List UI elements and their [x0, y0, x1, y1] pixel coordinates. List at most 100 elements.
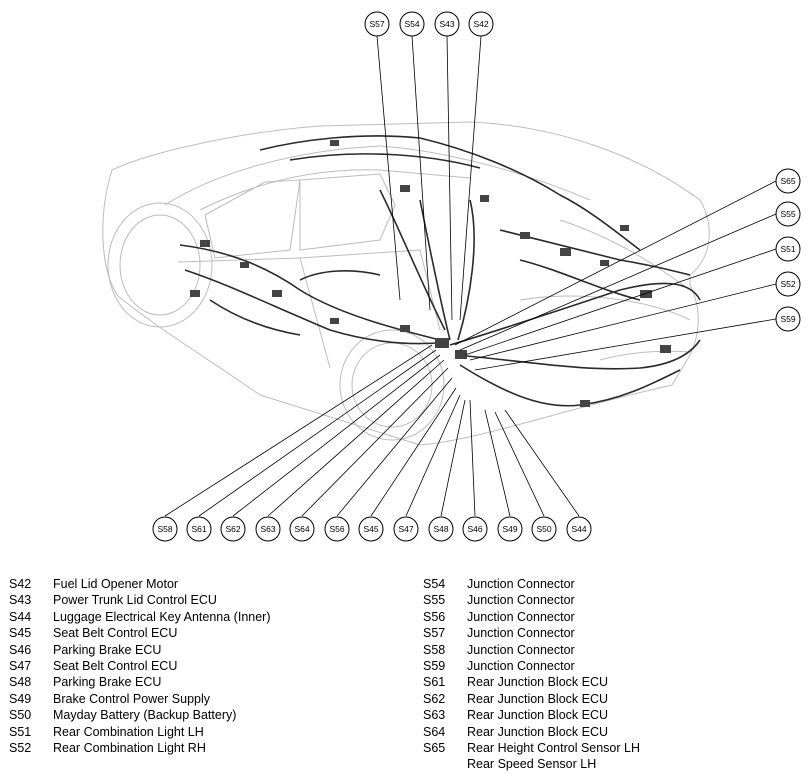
callout-S51-label: S51	[780, 244, 795, 254]
callout-S49: S49	[497, 516, 523, 542]
legend-description: Junction Connector	[467, 609, 575, 624]
callout-S56-label: S56	[329, 524, 344, 534]
legend-description: Junction Connector	[467, 593, 575, 608]
callout-S65: S65	[775, 168, 801, 194]
callout-S56: S56	[324, 516, 350, 542]
legend-row: S51 Rear Combination Light LH	[9, 724, 271, 740]
harness-connectors	[190, 140, 671, 407]
callout-S45-label: S45	[363, 524, 378, 534]
legend-code: S65	[423, 741, 446, 756]
legend-code: S61	[423, 675, 446, 690]
legend-row: S46 Parking Brake ECU	[9, 642, 271, 658]
legend-description: Rear Combination Light RH	[53, 741, 206, 756]
legend-description: Rear Combination Light LH	[53, 724, 204, 739]
callout-S62-label: S62	[225, 524, 240, 534]
legend-description: Rear Junction Block ECU	[467, 675, 609, 690]
callout-S46-label: S46	[467, 524, 482, 534]
callout-S43: S43	[434, 11, 460, 37]
legend-row: S50 Mayday Battery (Backup Battery)	[9, 707, 271, 723]
legend-description: Fuel Lid Opener Motor	[53, 577, 179, 591]
legend-code: S52	[9, 741, 32, 756]
legend-code: S50	[9, 708, 32, 723]
callout-S44: S44	[566, 516, 592, 542]
legend-left-column: S42 Fuel Lid Opener Motor S43 Power Trunk …	[9, 576, 271, 756]
callout-S52: S52	[775, 271, 801, 297]
callout-S65-label: S65	[780, 176, 795, 186]
leader-lines	[164, 35, 777, 517]
callout-S62: S62	[220, 516, 246, 542]
callout-S44-label: S44	[571, 524, 586, 534]
legend-description: Junction Connector	[467, 642, 575, 657]
callout-S59: S59	[775, 306, 801, 332]
legend-description: Power Trunk Lid Control ECU	[53, 593, 217, 608]
legend-code: S42	[9, 577, 32, 591]
legend-code: S48	[9, 675, 32, 690]
legend-description: Mayday Battery (Backup Battery)	[53, 708, 237, 723]
legend-row: S61 Rear Junction Block ECU	[423, 674, 640, 690]
legend-code: S64	[423, 724, 446, 739]
legend-description: Rear Height Control Sensor LH	[467, 741, 640, 756]
callout-S54: S54	[399, 11, 425, 37]
legend-row: S52 Rear Combination Light RH	[9, 740, 271, 756]
callout-S49-label: S49	[502, 524, 517, 534]
callout-S51: S51	[775, 236, 801, 262]
legend-row: S55 Junction Connector	[423, 592, 640, 608]
callout-S63: S63	[255, 516, 281, 542]
callout-S58: S58	[152, 516, 178, 542]
legend-code: S51	[9, 724, 32, 739]
legend-code: S44	[9, 609, 32, 624]
callout-S57: S57	[364, 11, 390, 37]
callout-S42-label: S42	[473, 19, 488, 29]
legend-row: S64 Rear Junction Block ECU	[423, 724, 640, 740]
callout-S61-label: S61	[191, 524, 206, 534]
legend-code: S49	[9, 691, 32, 706]
legend-row: S48 Parking Brake ECU	[9, 674, 271, 690]
callout-S59-label: S59	[780, 314, 795, 324]
callout-S42: S42	[468, 11, 494, 37]
callout-S64-label: S64	[294, 524, 309, 534]
legend-code: S43	[9, 593, 32, 608]
legend-code: S46	[9, 642, 32, 657]
legend-description: Seat Belt Control ECU	[53, 659, 178, 674]
callout-S50: S50	[531, 516, 557, 542]
callouts-top: S57 S54 S43 S42	[364, 11, 494, 37]
legend-code: S55	[423, 593, 446, 608]
callouts-right: S65 S55 S51 S52 S59	[775, 168, 801, 332]
callout-S57-label: S57	[369, 19, 384, 29]
legend-description: Parking Brake ECU	[53, 675, 162, 690]
callout-S46: S46	[462, 516, 488, 542]
legend-description: Rear Junction Block ECU	[467, 724, 609, 739]
legend-description: Seat Belt Control ECU	[53, 626, 178, 641]
legend-row: S56 Junction Connector	[423, 609, 640, 625]
legend-code: S59	[423, 659, 446, 674]
callout-S64: S64	[289, 516, 315, 542]
callout-S58-label: S58	[157, 524, 172, 534]
legend-row: S44 Luggage Electrical Key Antenna (Inner…	[9, 609, 271, 625]
callout-S43-label: S43	[439, 19, 454, 29]
callout-S47: S47	[393, 516, 419, 542]
legend-code: S56	[423, 609, 446, 624]
legend-description-continued: Rear Speed Sensor LH	[467, 757, 597, 772]
callout-S45: S45	[358, 516, 384, 542]
legend-code: S54	[423, 577, 446, 591]
callout-S48-label: S48	[433, 524, 448, 534]
legend-description: Parking Brake ECU	[53, 642, 162, 657]
wire-harness	[179, 135, 701, 407]
callout-S55-label: S55	[780, 209, 795, 219]
legend-row: S65 Rear Height Control Sensor LH	[423, 740, 640, 756]
legend-description: Luggage Electrical Key Antenna (Inner)	[53, 609, 271, 624]
vehicle-wiring-diagram: S57 S54 S43 S42 S65 S55 S51 S52 S59 S58 …	[102, 11, 801, 542]
car-outline	[102, 121, 710, 446]
legend-description: Brake Control Power Supply	[53, 691, 211, 706]
callout-S48: S48	[428, 516, 454, 542]
callout-S55: S55	[775, 201, 801, 227]
callout-S54-label: S54	[404, 19, 419, 29]
callout-S47-label: S47	[398, 524, 413, 534]
